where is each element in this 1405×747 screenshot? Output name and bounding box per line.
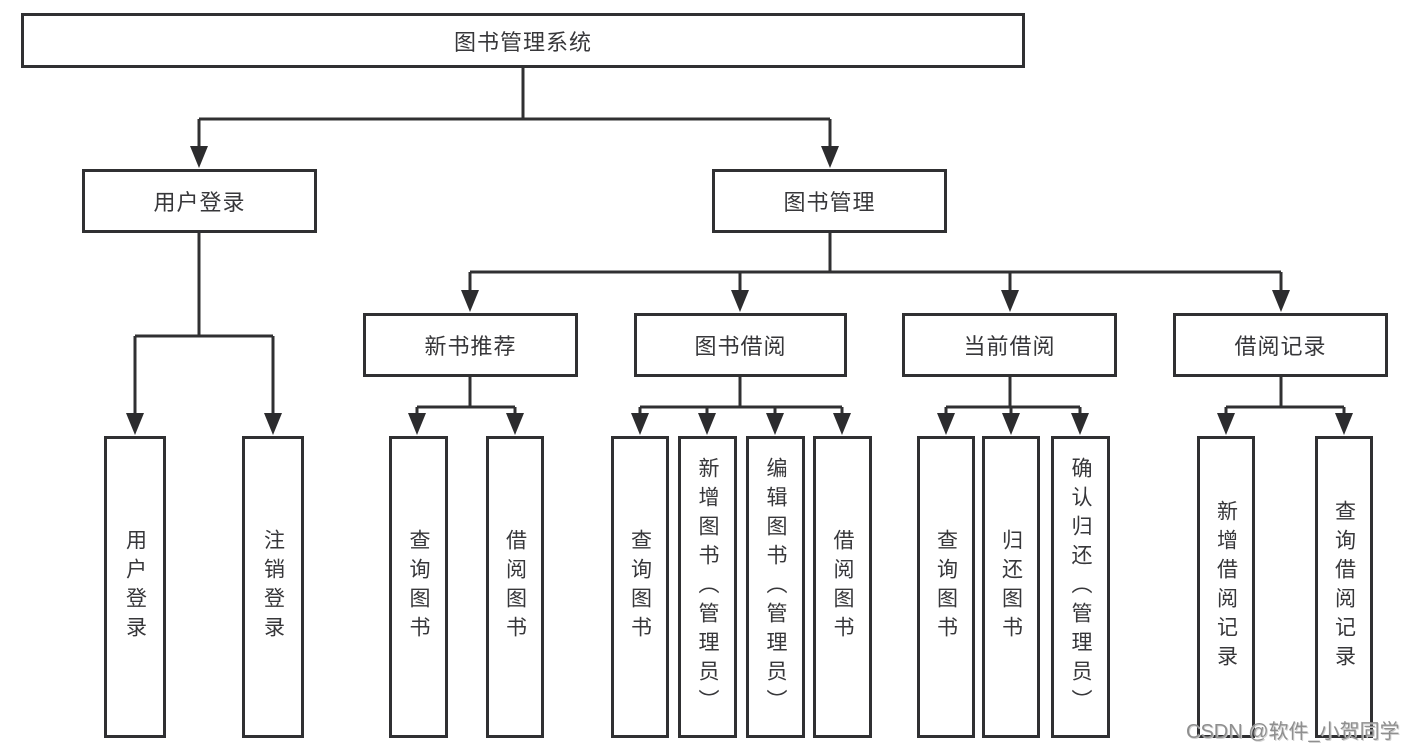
arrowhead — [1272, 290, 1290, 312]
arrowhead — [698, 413, 716, 435]
node-label: 借阅图书 — [503, 529, 527, 645]
node-label: 新增借阅记录 — [1214, 500, 1238, 674]
node-label: 新增图书（管理员） — [696, 456, 719, 718]
arrowhead — [1001, 290, 1019, 312]
node-borrowing-records: 借阅记录 — [1173, 313, 1388, 377]
arrowhead — [731, 290, 749, 312]
leaf-return-books: 归还图书 — [982, 436, 1040, 738]
leaf-query-books-current: 查询图书 — [917, 436, 975, 738]
node-label: 用户登录 — [153, 190, 246, 215]
arrowhead — [264, 413, 282, 435]
node-label: 新书推荐 — [424, 334, 517, 359]
arrowhead — [506, 413, 524, 435]
leaf-query-books-recommend: 查询图书 — [389, 436, 448, 738]
node-label: 查询图书 — [934, 529, 958, 645]
arrowhead — [833, 413, 851, 435]
node-label: 注销登录 — [261, 529, 285, 645]
node-label: 图书管理 — [783, 190, 876, 215]
node-library-system-root: 图书管理系统 — [21, 13, 1025, 68]
leaf-borrow-books-borrowing: 借阅图书 — [813, 436, 872, 738]
node-label: 编辑图书（管理员） — [764, 456, 787, 718]
leaf-query-books-borrowing: 查询图书 — [611, 436, 669, 738]
arrowhead — [126, 413, 144, 435]
node-label: 查询图书 — [407, 529, 430, 645]
node-user-login: 用户登录 — [82, 169, 317, 233]
arrowhead — [408, 413, 426, 435]
leaf-confirm-return-admin: 确认归还（管理员） — [1051, 436, 1110, 738]
arrowhead — [821, 146, 839, 168]
node-current-borrowing: 当前借阅 — [902, 313, 1117, 377]
node-label: 归还图书 — [999, 529, 1023, 645]
leaf-user-login: 用户登录 — [104, 436, 166, 738]
arrowhead — [631, 413, 649, 435]
node-label: 图书借阅 — [694, 334, 787, 359]
node-label: 借阅图书 — [831, 529, 854, 645]
leaf-add-borrow-record: 新增借阅记录 — [1197, 436, 1255, 738]
leaf-add-books-admin: 新增图书（管理员） — [678, 436, 737, 738]
arrowhead — [1335, 413, 1353, 435]
leaf-borrow-books-recommend: 借阅图书 — [486, 436, 544, 738]
node-new-book-recommend: 新书推荐 — [363, 313, 578, 377]
arrowhead — [461, 290, 479, 312]
node-label: 图书管理系统 — [453, 29, 592, 55]
arrowhead — [766, 413, 784, 435]
leaf-logout-login: 注销登录 — [242, 436, 304, 738]
watermark: CSDN @软件_小贺同学 — [1186, 721, 1400, 743]
leaf-edit-books-admin: 编辑图书（管理员） — [746, 436, 805, 738]
arrowhead — [937, 413, 955, 435]
arrowhead — [190, 146, 208, 168]
arrowhead — [1002, 413, 1020, 435]
node-label: 查询图书 — [628, 529, 652, 645]
node-label: 查询借阅记录 — [1332, 500, 1356, 674]
node-label: 用户登录 — [123, 529, 147, 645]
node-label: 借阅记录 — [1234, 334, 1327, 359]
arrowhead — [1217, 413, 1235, 435]
leaf-query-borrow-record: 查询借阅记录 — [1315, 436, 1373, 738]
node-label: 确认归还（管理员） — [1069, 456, 1092, 718]
node-label: 当前借阅 — [963, 334, 1056, 359]
arrowhead — [1071, 413, 1089, 435]
node-book-borrowing: 图书借阅 — [634, 313, 847, 377]
node-book-management: 图书管理 — [712, 169, 947, 233]
